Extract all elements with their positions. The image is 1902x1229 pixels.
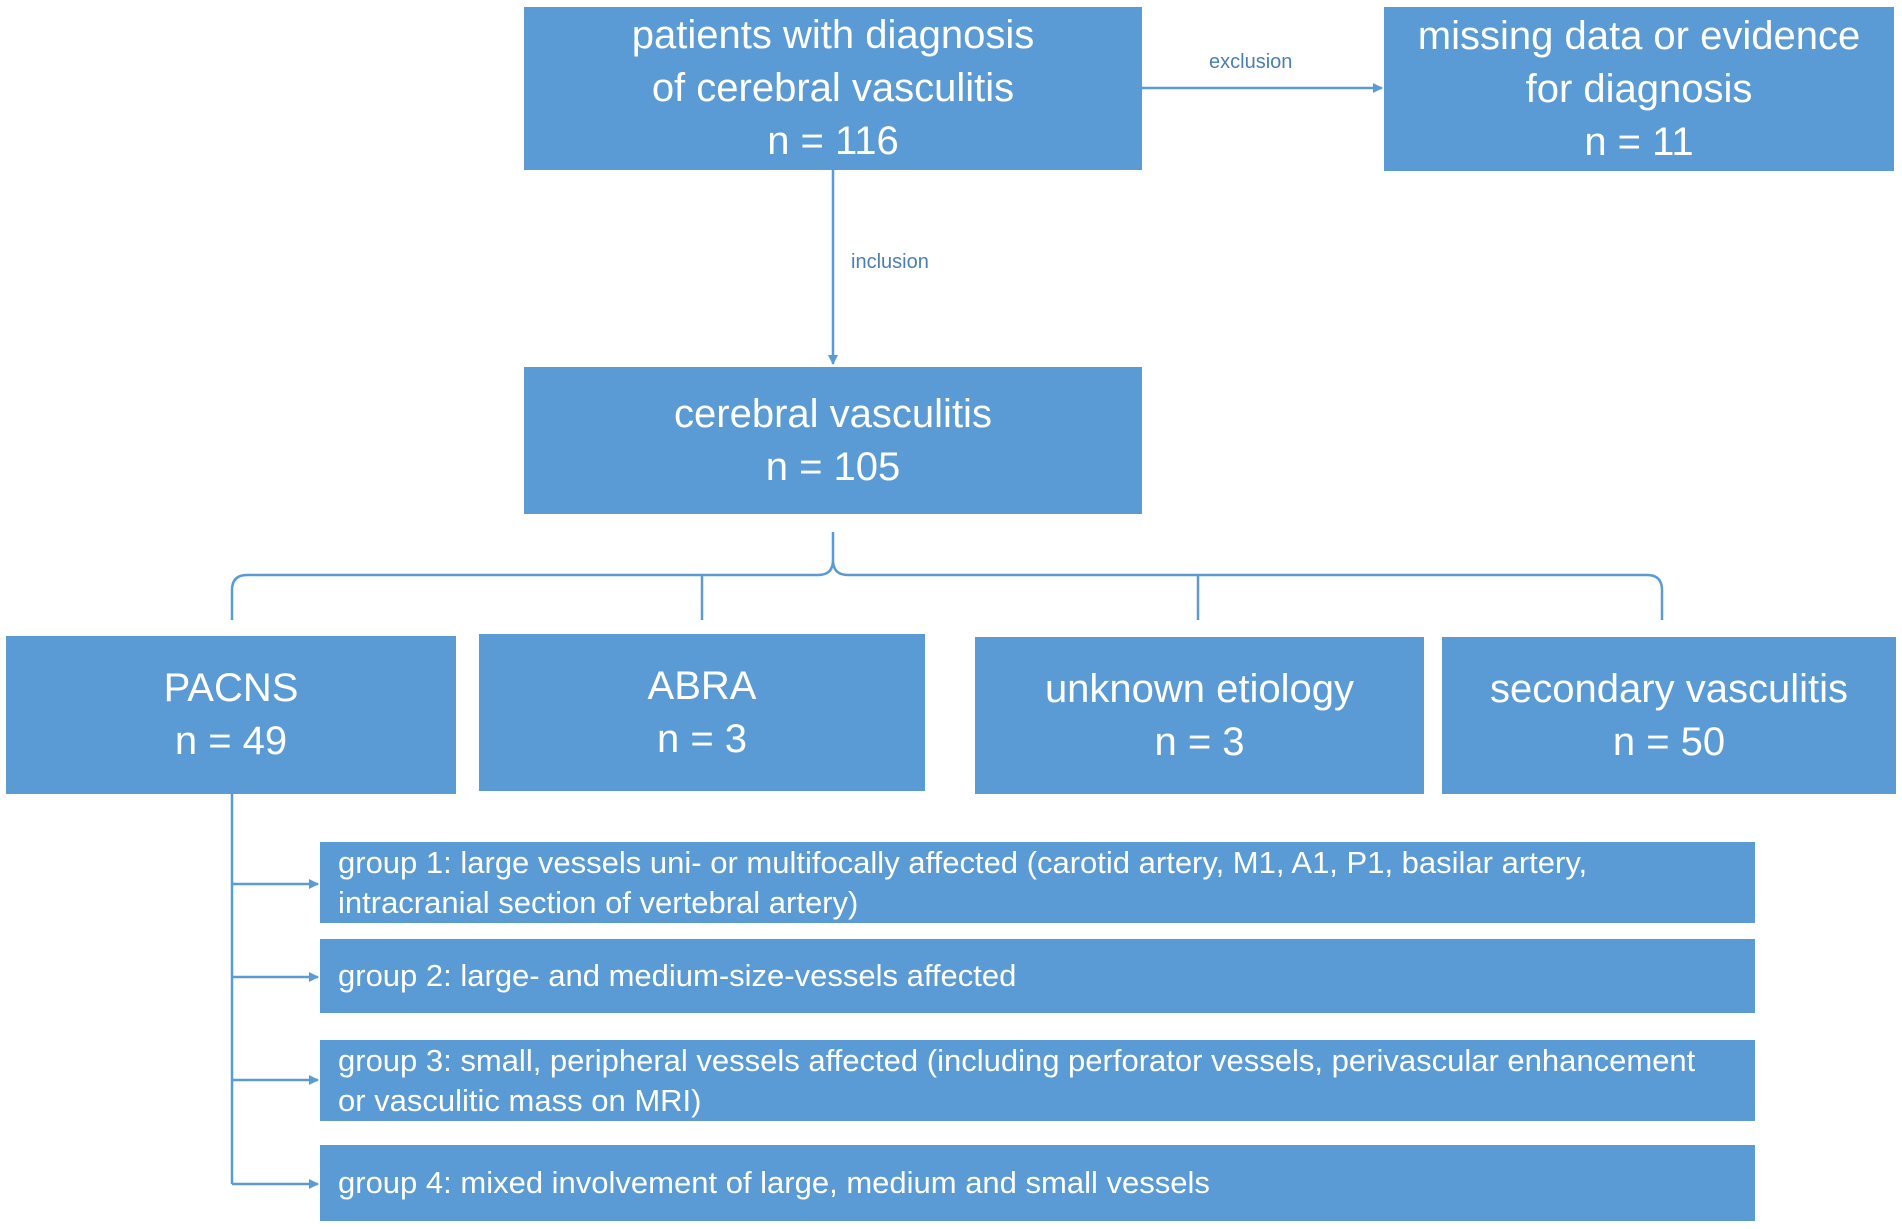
group-box-4: group 4: mixed involvement of large, med… <box>320 1145 1755 1221</box>
category-name: PACNS <box>163 666 299 710</box>
cerebral-vasculitis-box: cerebral vasculitis n = 105 <box>524 367 1142 514</box>
category-count: n = 49 <box>174 719 288 763</box>
diagnosed-patients-count: n = 116 <box>767 119 899 163</box>
group-box-1: group 1: large vessels uni- or multifoca… <box>320 842 1755 923</box>
excluded-box: missing data or evidence for diagnosis n… <box>1384 7 1894 171</box>
group-text-line1: group 3: small, peripheral vessels affec… <box>338 1042 1696 1078</box>
cerebral-vasculitis-count: n = 105 <box>765 444 901 489</box>
category-name: unknown etiology <box>1044 666 1355 711</box>
category-count: n = 3 <box>656 716 748 761</box>
category-box-abra: ABRA n = 3 <box>479 634 925 791</box>
category-brace <box>230 532 1664 620</box>
group-text-line2: or vasculitic mass on MRI) <box>338 1082 702 1118</box>
diagnosed-patients-box: patients with diagnosis of cerebral vasc… <box>524 7 1142 170</box>
excluded-line2: for diagnosis <box>1525 66 1753 111</box>
group-text-line1: group 1: large vessels uni- or multifoca… <box>338 844 1588 880</box>
cerebral-vasculitis-title: cerebral vasculitis <box>674 391 992 436</box>
group-box-2: group 2: large- and medium-size-vessels … <box>320 939 1755 1013</box>
category-name: ABRA <box>647 663 757 708</box>
diagnosed-patients-line2: of cerebral vasculitis <box>651 66 1015 110</box>
exclusion-label: exclusion <box>1209 51 1293 73</box>
category-box-pacns: PACNS n = 49 <box>6 636 456 794</box>
category-box-unknown-etiology: unknown etiology n = 3 <box>975 637 1424 794</box>
category-box-secondary-vasculitis: secondary vasculitis n = 50 <box>1442 637 1896 794</box>
excluded-count: n = 11 <box>1584 119 1694 164</box>
category-count: n = 3 <box>1154 719 1245 764</box>
category-count: n = 50 <box>1612 719 1726 764</box>
group-text-line1: group 2: large- and medium-size-vessels … <box>338 958 1017 993</box>
group-text-line2: intracranial section of vertebral artery… <box>338 884 859 920</box>
diagnosed-patients-line1: patients with diagnosis <box>631 13 1035 57</box>
group-box-3: group 3: small, peripheral vessels affec… <box>320 1040 1755 1121</box>
excluded-line1: missing data or evidence <box>1417 13 1861 58</box>
inclusion-label: inclusion <box>851 251 929 273</box>
group-text-line1: group 4: mixed involvement of large, med… <box>338 1165 1210 1200</box>
category-name: secondary vasculitis <box>1490 666 1848 711</box>
